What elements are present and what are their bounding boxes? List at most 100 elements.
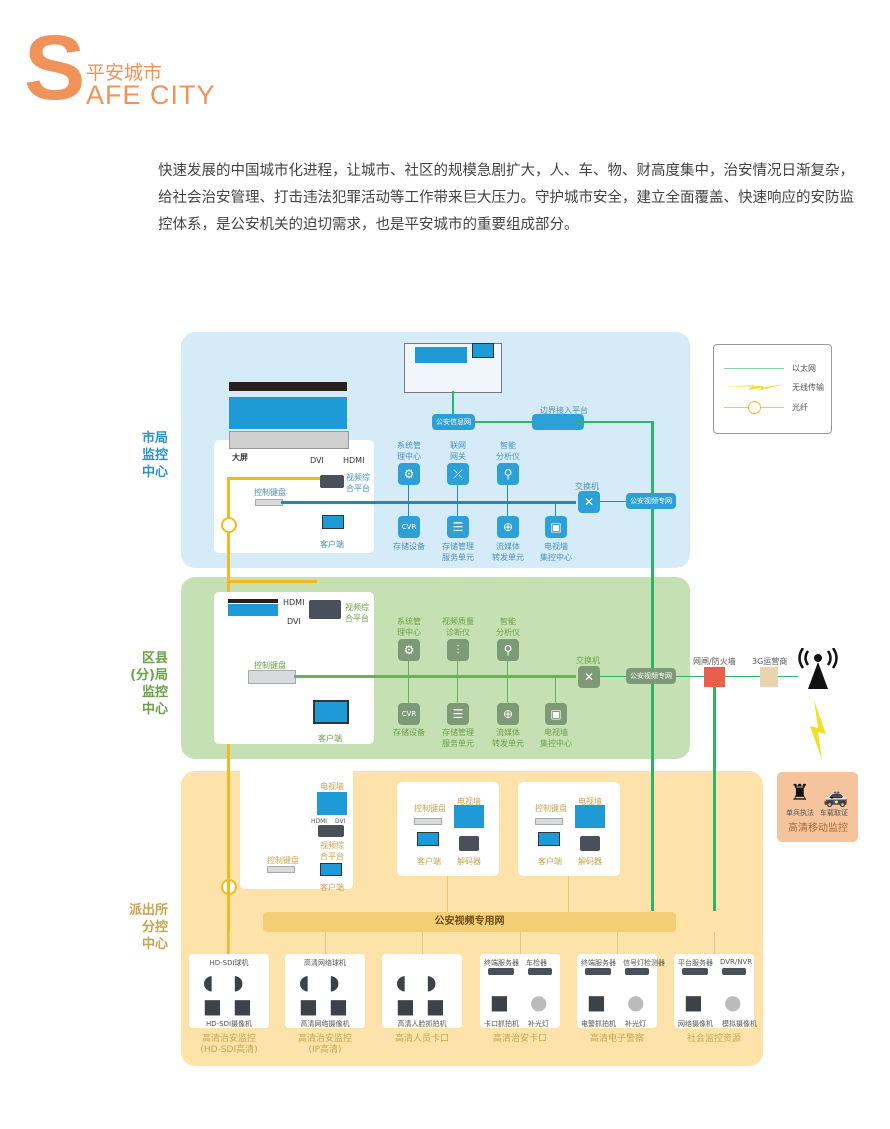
camera-icon: ■ — [329, 994, 348, 1018]
cvr-icon: CVR — [398, 703, 420, 725]
node-label: 系统管 理中心 — [397, 617, 421, 637]
client-monitor-icon — [313, 700, 349, 724]
station-zone-label: 派出所 分控 中心 — [128, 903, 168, 952]
radio-tower-icon — [798, 648, 838, 689]
officer-icon: ♜ — [790, 781, 810, 806]
logo-letter: S — [24, 17, 86, 119]
list-icon: ☰ — [447, 516, 469, 538]
logo-title-cn: 平安城市 — [86, 62, 163, 84]
keyboard-icon — [535, 818, 563, 825]
equalizer-icon: ⫶ — [447, 639, 469, 661]
device-block — [674, 954, 754, 1028]
gear-icon: ⚙ — [398, 463, 420, 485]
keyboard-icon — [267, 866, 295, 873]
city-bus-line — [281, 501, 576, 504]
gateway-icon: ⤫ — [447, 463, 469, 485]
camera-icon: ■ — [299, 994, 318, 1018]
city-zone-label: 市局 监控 中心 — [141, 431, 168, 480]
keyboard-icon — [255, 499, 283, 506]
node-label: 流媒体 转发单元 — [492, 728, 524, 748]
camera-icon: ■ — [203, 994, 222, 1018]
camera-icon: ◗ — [329, 970, 340, 994]
device-block — [189, 954, 269, 1028]
legend-ethernet: 以太网 — [792, 364, 816, 373]
station-network-bar — [263, 912, 676, 932]
station-sub-card — [518, 782, 620, 876]
camera-icon: ◖ — [299, 970, 310, 994]
cvr-icon: CVR — [398, 516, 420, 538]
border-access-platform — [532, 414, 584, 430]
device-block — [382, 954, 462, 1028]
block-title: 高清治安监控 (HD-SDI高清) — [200, 1034, 258, 1055]
device-icon — [528, 968, 552, 975]
mobile-title: 高清移动监控 — [788, 823, 848, 834]
block-title: 高清治安监控 (IP高清) — [297, 1034, 352, 1055]
device-block — [480, 954, 560, 1028]
device-block — [285, 954, 365, 1028]
wireless-bolt-icon — [724, 384, 784, 391]
camera-icon: ■ — [684, 990, 703, 1014]
node-label: 流媒体 转发单元 — [492, 542, 524, 562]
media-icon: ⊕ — [497, 703, 519, 725]
client-monitor-icon — [417, 832, 439, 846]
vehicle-icon: 🚓 — [823, 784, 848, 808]
intro-paragraph: 快速发展的中国城市化进程，让城市、社区的规模急剧扩大，人、车、物、财高度集中，治… — [158, 163, 854, 233]
mobile-monitoring-card — [777, 772, 858, 842]
logo-title-en: AFE CITY — [86, 80, 216, 110]
node-label: 智能 分析仪 — [496, 617, 520, 637]
city-control-card — [214, 440, 374, 553]
camera-icon: ■ — [587, 990, 606, 1014]
camera-icon: ● — [530, 990, 548, 1014]
server-icon — [682, 968, 708, 975]
block-title: 高清人员卡口 — [394, 1034, 449, 1044]
tv-wall-icon — [575, 805, 605, 828]
district-bus-line — [294, 675, 576, 678]
video-platform-device — [320, 475, 344, 488]
server-icon — [585, 968, 611, 975]
list-icon: ☰ — [447, 703, 469, 725]
node-label: 存储设备 — [393, 728, 425, 737]
camera-icon: ■ — [233, 994, 252, 1018]
client-monitor-icon — [322, 515, 344, 529]
station-sub-card — [397, 782, 499, 876]
video-private-net: 公安视频专网 — [626, 668, 676, 684]
legend: 以太网 无线传输 光纤 — [713, 344, 832, 434]
block-title: 社会监控资源 — [686, 1034, 741, 1044]
tv-wall-icon — [454, 805, 484, 828]
device-icon — [722, 968, 746, 975]
legend-wireless: 无线传输 — [792, 383, 824, 392]
ethernet-trunk-line — [651, 421, 654, 911]
camera-icon: ● — [724, 990, 742, 1014]
decoder-icon — [459, 836, 479, 851]
keyboard-icon — [414, 818, 442, 825]
firewall-icon — [704, 667, 725, 687]
fiber-line-icon — [748, 401, 761, 414]
client-monitor-icon — [320, 863, 342, 876]
legend-fiber: 光纤 — [792, 403, 808, 412]
block-title: 高清电子警察 — [589, 1034, 644, 1044]
wireless-bolt-icon — [810, 700, 826, 760]
camera-icon: ◖ — [396, 970, 407, 994]
big-screen-display — [229, 397, 347, 429]
node-label: 智能 分析仪 — [496, 441, 520, 461]
switch-icon: ✕ — [578, 666, 600, 688]
camera-icon: ● — [627, 990, 645, 1014]
node-label: 电视墙 集控中心 — [540, 728, 572, 748]
tv-wall-icon — [317, 792, 347, 815]
search-icon: ⚲ — [497, 463, 519, 485]
device-block — [577, 954, 657, 1028]
decoder-icon — [580, 836, 600, 851]
video-platform-device — [318, 825, 344, 837]
video-private-net: 公安视频专网 — [626, 493, 676, 509]
keyboard-icon — [248, 670, 296, 684]
ethernet-line-icon — [724, 368, 784, 369]
led-banner — [229, 382, 347, 391]
node-label: 存储设备 — [393, 542, 425, 551]
camera-icon: ◗ — [426, 970, 437, 994]
node-label: 系统管 理中心 — [397, 441, 421, 461]
big-screen-label: 大屏 — [232, 453, 248, 462]
node-label: 存储管理 服务单元 — [442, 728, 474, 748]
media-icon: ⊕ — [497, 516, 519, 538]
node-label: 存储管理 服务单元 — [442, 542, 474, 562]
gear-icon: ⚙ — [398, 639, 420, 661]
